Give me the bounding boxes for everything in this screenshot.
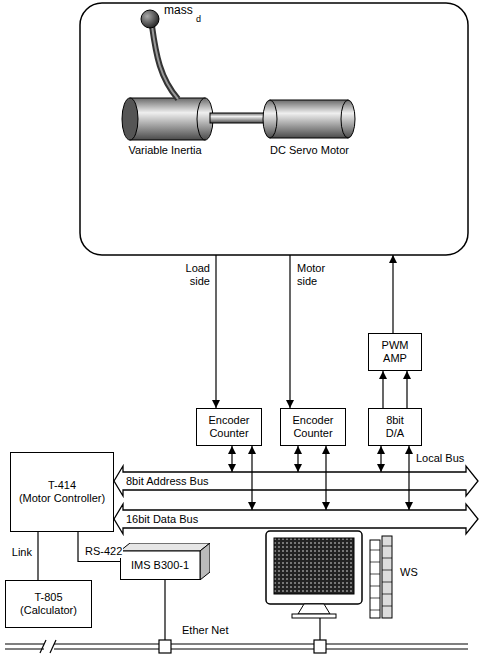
edge-label: Motor side <box>296 262 326 288</box>
bus-band: 8bit Address Bus <box>114 472 478 490</box>
node-text: WS <box>400 566 418 579</box>
mass-label: mass <box>164 4 193 17</box>
connector <box>251 446 252 510</box>
connector <box>392 255 393 333</box>
edge-label: Link <box>11 546 33 559</box>
node-text: T-805 <box>20 591 77 604</box>
text-group: DC Servo Motor <box>270 144 349 157</box>
encoder-box: Encoder Counter <box>196 408 262 446</box>
interface-device: IMS B300-1 <box>120 543 210 580</box>
connector <box>215 255 216 408</box>
node-text: Encoder Counter <box>209 414 250 440</box>
amplifier-box: PWM AMP <box>368 333 422 371</box>
ethernet-cable <box>5 640 468 653</box>
connector <box>382 371 383 408</box>
inertia-part: Variable Inertia <box>105 88 225 255</box>
bus-band: 16bit Data Bus <box>114 510 478 528</box>
node-text: (Motor Controller) <box>19 492 105 505</box>
encoder-box: Encoder Counter <box>280 408 346 446</box>
connector <box>297 446 298 472</box>
connector <box>289 255 290 408</box>
text-group: Variable Inertia <box>128 144 201 157</box>
text-group: T-414(Motor Controller) <box>19 479 105 505</box>
text-group: 8bit D/A <box>386 414 404 440</box>
connector <box>37 532 38 580</box>
node-text: 8bit D/A <box>386 414 404 440</box>
connector <box>406 371 407 408</box>
controller-box: T-414(Motor Controller) <box>10 452 114 532</box>
connector <box>380 446 381 472</box>
network-label: Ether Net <box>182 624 228 636</box>
converter-box: 8bit D/A <box>368 408 422 446</box>
variable-inertia-cylinder <box>122 98 213 140</box>
node-text: Variable Inertia <box>128 144 201 157</box>
text-group: WS <box>400 566 418 579</box>
node-text: Encoder Counter <box>293 414 334 440</box>
lever-arm <box>141 10 178 99</box>
servo-motor-cylinder <box>263 100 355 138</box>
bus-label: Local Bus <box>416 452 464 464</box>
node-text: DC Servo Motor <box>270 144 349 157</box>
connector <box>231 446 232 472</box>
text-group: 16bit Data Bus <box>126 513 198 526</box>
edge-label: Load side <box>185 262 211 288</box>
node-text: IMS B300-1 <box>131 559 189 572</box>
node-text: 16bit Data Bus <box>126 513 198 526</box>
node-text: T-414 <box>19 479 105 492</box>
connector <box>325 446 326 510</box>
text-group: IMS B300-1 <box>120 551 200 580</box>
node-text: PWM AMP <box>382 339 409 365</box>
node-text: 8bit Address Bus <box>126 475 209 488</box>
text-group: T-805(Calculator) <box>20 591 77 617</box>
calculator-box: T-805(Calculator) <box>5 580 92 628</box>
text-group: Encoder Counter <box>293 414 334 440</box>
motor-part: DC Servo Motor <box>258 88 405 255</box>
text-group: Encoder Counter <box>209 414 250 440</box>
housing-outline <box>80 3 468 255</box>
connector <box>408 446 409 510</box>
workstation: WS <box>262 530 425 622</box>
subscript-label: d <box>196 15 201 25</box>
node-text: (Calculator) <box>20 604 77 617</box>
text-group: PWM AMP <box>382 339 409 365</box>
text-group: 8bit Address Bus <box>126 475 209 488</box>
edge-label: RS-422 <box>84 545 123 558</box>
